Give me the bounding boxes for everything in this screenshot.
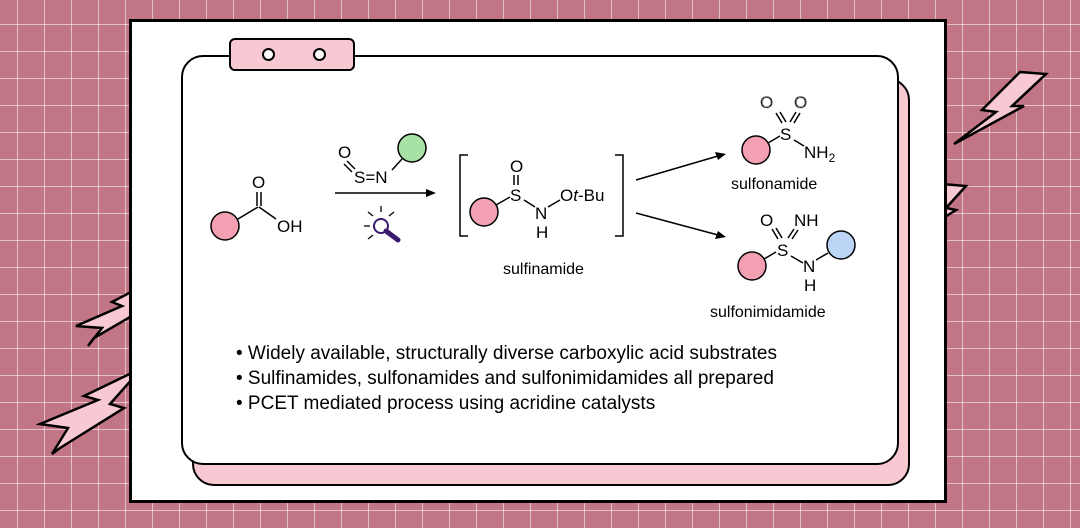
- sulfonamide-label: sulfonamide: [731, 176, 817, 193]
- sulfonimidamide-nitrogen-label: N: [803, 257, 815, 276]
- sulfinamide-hydrogen-label: H: [536, 223, 548, 242]
- content-card: [181, 55, 899, 465]
- sulfinylamine-circle: [397, 133, 427, 163]
- feature-list: • Widely available, structurally diverse…: [236, 341, 777, 416]
- lightning-bolt-icon: [35, 366, 143, 455]
- sulfinamide-sulfur-label: S: [510, 186, 521, 205]
- sulfonimidamide-sulfur-label: S: [777, 241, 788, 260]
- light-bulb-icon: [364, 206, 401, 243]
- sulfinamide-otbu-label: Ot-Bu: [560, 186, 604, 205]
- hydroxyl-label: OH: [277, 217, 303, 236]
- sulfonamide-sulfur-label: S: [780, 125, 791, 144]
- feature-item: • PCET mediated process using acridine c…: [236, 393, 656, 414]
- sulfinamide-brackets: [459, 154, 624, 237]
- sulfonamide-nh2-label: NH2: [804, 143, 836, 165]
- substrate-circle: [741, 135, 771, 165]
- feature-item: • Widely available, structurally diverse…: [236, 343, 777, 364]
- reagent-s-n-label: S=N: [354, 168, 388, 187]
- carboxylic-acid: O OH: [210, 173, 303, 241]
- sulfonimidamide-structure: S O NH N H sulfonimidamide: [710, 211, 856, 321]
- reaction-arrow: [335, 189, 436, 197]
- sulfinamide-nitrogen-label: N: [535, 204, 547, 223]
- substrate-circle: [210, 211, 240, 241]
- sulfinylamine-reagent: O S=N: [338, 133, 427, 187]
- tab-hole: [313, 48, 326, 61]
- lightning-bolt-icon: [953, 70, 1049, 146]
- sulfinamide-structure: S O N H Ot-Bu sulfinamide: [469, 157, 604, 278]
- sulfonimidamide-oxygen-label: O: [760, 211, 773, 230]
- sulfonimidamide-nh-label: NH: [794, 211, 819, 230]
- sulfonimidamide-hydrogen-label: H: [804, 276, 816, 295]
- sulfonimidamide-label: sulfonimidamide: [710, 304, 826, 321]
- product-arrows: [635, 152, 726, 239]
- feature-item: • Sulfinamides, sulfonamides and sulfoni…: [236, 368, 774, 389]
- carbonyl-oxygen-label: O: [252, 173, 265, 192]
- sulfonamide-oxygen-2-label: O: [794, 93, 807, 112]
- substrate-circle: [469, 197, 499, 227]
- sulfinamide-label: sulfinamide: [503, 261, 584, 278]
- amine-circle: [826, 230, 856, 260]
- folder-tab: [229, 38, 355, 71]
- sulfonamide-oxygen-1-label: O: [760, 93, 773, 112]
- tab-hole: [262, 48, 275, 61]
- sulfonamide-structure: S O O NH2 sulfonamide: [731, 93, 836, 194]
- sulfinamide-oxygen-label: O: [510, 157, 523, 176]
- reagent-oxygen-label: O: [338, 143, 351, 162]
- substrate-circle: [737, 251, 767, 281]
